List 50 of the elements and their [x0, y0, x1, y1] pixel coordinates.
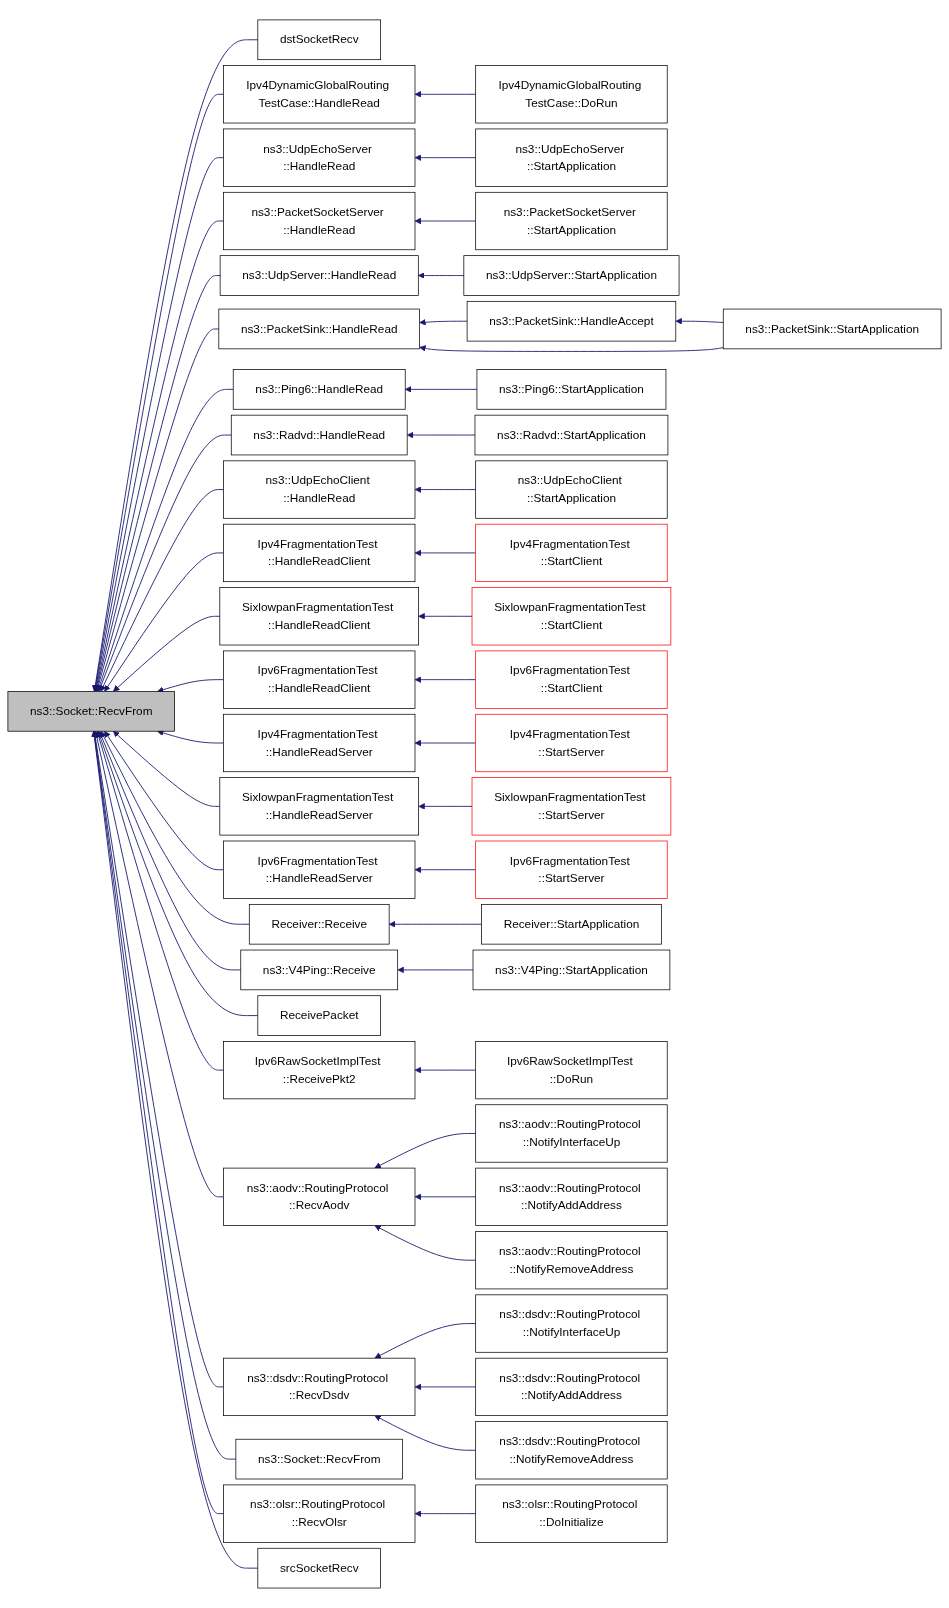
node-box: Ipv4FragmentationTest ::StartServer — [475, 713, 668, 773]
node-box: ReceivePacket — [257, 995, 381, 1036]
node-box: ns3::PacketSink::HandleAccept — [466, 301, 677, 342]
node-box: Ipv4FragmentationTest ::HandleReadClient — [223, 523, 416, 583]
node-box: ns3::olsr::RoutingProtocol ::RecvOlsr — [223, 1484, 416, 1543]
node-box: SixlowpanFragmentationTest ::StartClient — [471, 587, 672, 646]
node-box: ns3::Radvd::HandleRead — [230, 414, 408, 456]
node-box: ns3::Ping6::HandleRead — [232, 369, 406, 410]
node-box: Ipv4FragmentationTest ::StartClient — [475, 523, 668, 583]
node-box: ns3::PacketSocketServer ::StartApplication — [475, 191, 668, 251]
node-box: ns3::dsdv::RoutingProtocol ::NotifyAddAddress — [475, 1357, 668, 1417]
node-box: ns3::Socket::RecvFrom — [235, 1438, 403, 1480]
node-box: ns3::aodv::RoutingProtocol ::RecvAodv — [223, 1167, 416, 1226]
node-box: ns3::UdpEchoClient ::StartApplication — [475, 460, 668, 519]
node-box: ns3::Socket::RecvFrom — [7, 691, 175, 732]
node-box: Ipv6FragmentationTest ::HandleReadServer — [223, 840, 416, 899]
node-box: Ipv4DynamicGlobalRouting TestCase::DoRun — [475, 65, 668, 124]
node-box: ns3::aodv::RoutingProtocol ::NotifyAddAddress — [475, 1167, 668, 1226]
node-box: ns3::UdpEchoServer ::StartApplication — [475, 128, 668, 187]
node-box: ns3::olsr::RoutingProtocol ::DoInitialize — [475, 1484, 668, 1543]
node-box: srcSocketRecv — [257, 1547, 381, 1589]
node-box: ns3::aodv::RoutingProtocol ::NotifyRemoveAddress — [475, 1231, 668, 1290]
node-box: ns3::UdpEchoClient ::HandleRead — [223, 460, 416, 519]
node-box: ns3::dsdv::RoutingProtocol ::RecvDsdv — [223, 1357, 416, 1417]
node-box: ns3::UdpEchoServer ::HandleRead — [223, 128, 416, 187]
node-box: Ipv4FragmentationTest ::HandleReadServer — [223, 713, 416, 773]
node-box: dstSocketRecv — [257, 19, 381, 61]
node-box: ns3::aodv::RoutingProtocol ::NotifyInterfaceUp — [475, 1104, 668, 1163]
node-box: ns3::Radvd::StartApplication — [474, 414, 669, 456]
node-box: ns3::dsdv::RoutingProtocol ::NotifyRemoveAddress — [475, 1421, 668, 1480]
node-box: SixlowpanFragmentationTest ::HandleReadServer — [219, 777, 419, 836]
node-box: ns3::V4Ping::StartApplication — [472, 949, 671, 991]
node-box: Ipv6FragmentationTest ::StartClient — [475, 650, 668, 709]
node-box: Ipv6RawSocketImplTest ::DoRun — [475, 1041, 668, 1100]
node-box: Ipv6RawSocketImplTest ::ReceivePkt2 — [223, 1041, 416, 1100]
node-box: Ipv4DynamicGlobalRouting TestCase::HandleRead — [223, 65, 416, 124]
node-box: ns3::UdpServer::StartApplication — [463, 255, 680, 296]
node-box: Receiver::StartApplication — [481, 904, 662, 945]
node-box: ns3::dsdv::RoutingProtocol ::NotifyInterfaceUp — [475, 1294, 668, 1353]
node-box: SixlowpanFragmentationTest ::StartServer — [471, 777, 672, 836]
node-box: ns3::UdpServer::HandleRead — [219, 255, 419, 296]
node-box: Ipv6FragmentationTest ::StartServer — [475, 840, 668, 899]
node-box: ns3::Ping6::StartApplication — [476, 369, 667, 410]
node-box: Receiver::Receive — [248, 904, 390, 945]
node-box: ns3::PacketSink::StartApplication — [722, 308, 942, 350]
node-box: ns3::PacketSink::HandleRead — [218, 308, 420, 350]
node-box: ns3::V4Ping::Receive — [240, 949, 399, 991]
node-box: Ipv6FragmentationTest ::HandleReadClient — [223, 650, 416, 709]
node-box: SixlowpanFragmentationTest ::HandleReadClient — [219, 587, 419, 646]
node-box: ns3::PacketSocketServer ::HandleRead — [223, 191, 416, 251]
